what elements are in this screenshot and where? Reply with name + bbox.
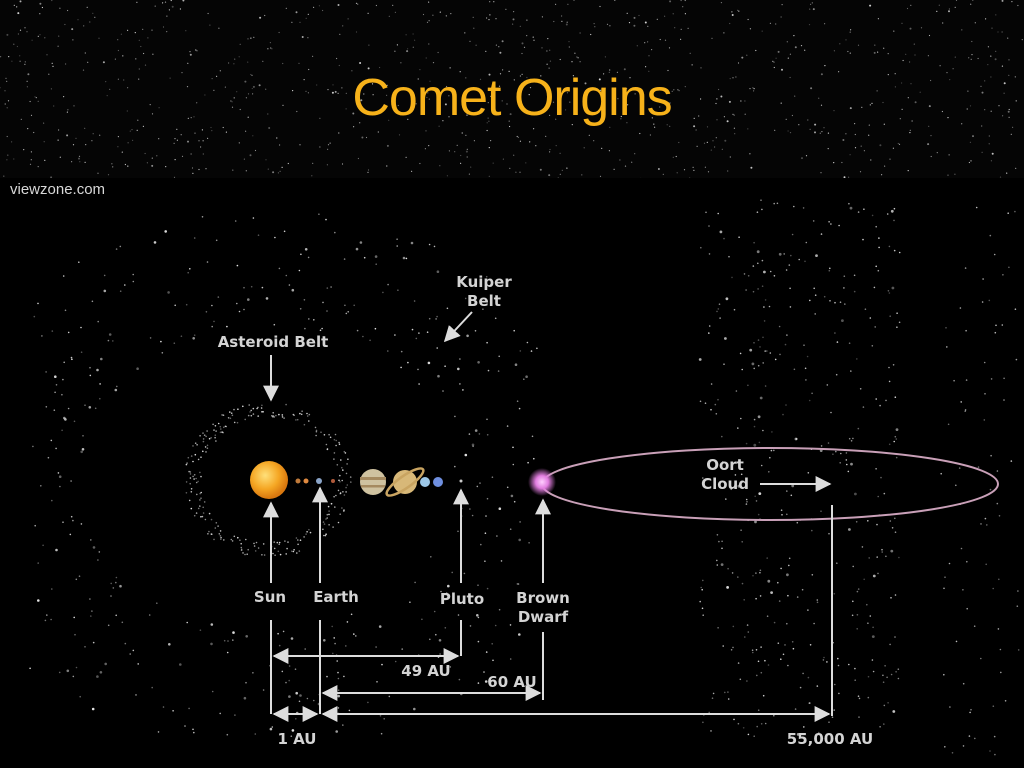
sun-label: Sun: [254, 588, 286, 606]
earth-label: Earth: [313, 588, 359, 606]
planet-earth: [316, 478, 322, 484]
planet-saturn: [385, 467, 425, 497]
kuiper-belt-dust: [29, 213, 538, 737]
asteroid-belt-label: Asteroid Belt: [218, 333, 329, 351]
sun: [250, 461, 288, 499]
pluto-distance-label: 49 AU: [401, 662, 450, 680]
source-credit: viewzone.com: [10, 181, 106, 198]
brown-dwarf-label-line1: Brown: [516, 589, 570, 607]
kuiper-belt-arrow: [443, 311, 473, 343]
planet-uranus: [420, 477, 430, 487]
earth-distance-label: 1 AU: [278, 730, 317, 748]
oort-distance-label: 55,000 AU: [787, 730, 873, 748]
starfield-background: [0, 0, 1023, 180]
planet-mars: [331, 479, 335, 483]
planet-mercury: [295, 478, 301, 484]
brown-dwarf-distance-label: 60 AU: [487, 673, 536, 691]
pluto-label: Pluto: [440, 590, 484, 608]
brown-dwarf-label-line2: Dwarf: [518, 608, 569, 626]
planet-jupiter: [360, 469, 386, 495]
brown-dwarf: [528, 468, 556, 496]
planet-pluto: [459, 479, 463, 483]
page-title: Comet Origins: [352, 69, 672, 127]
oort-cloud-label-line2: Cloud: [701, 475, 749, 493]
planet-venus: [303, 478, 309, 484]
oort-region-backdrop: [540, 208, 938, 750]
kuiper-belt-label-line2: Belt: [467, 292, 501, 310]
oort-cloud-label-line1: Oort: [706, 456, 744, 474]
planet-neptune: [433, 477, 443, 487]
kuiper-belt-label-line1: Kuiper: [456, 273, 512, 291]
